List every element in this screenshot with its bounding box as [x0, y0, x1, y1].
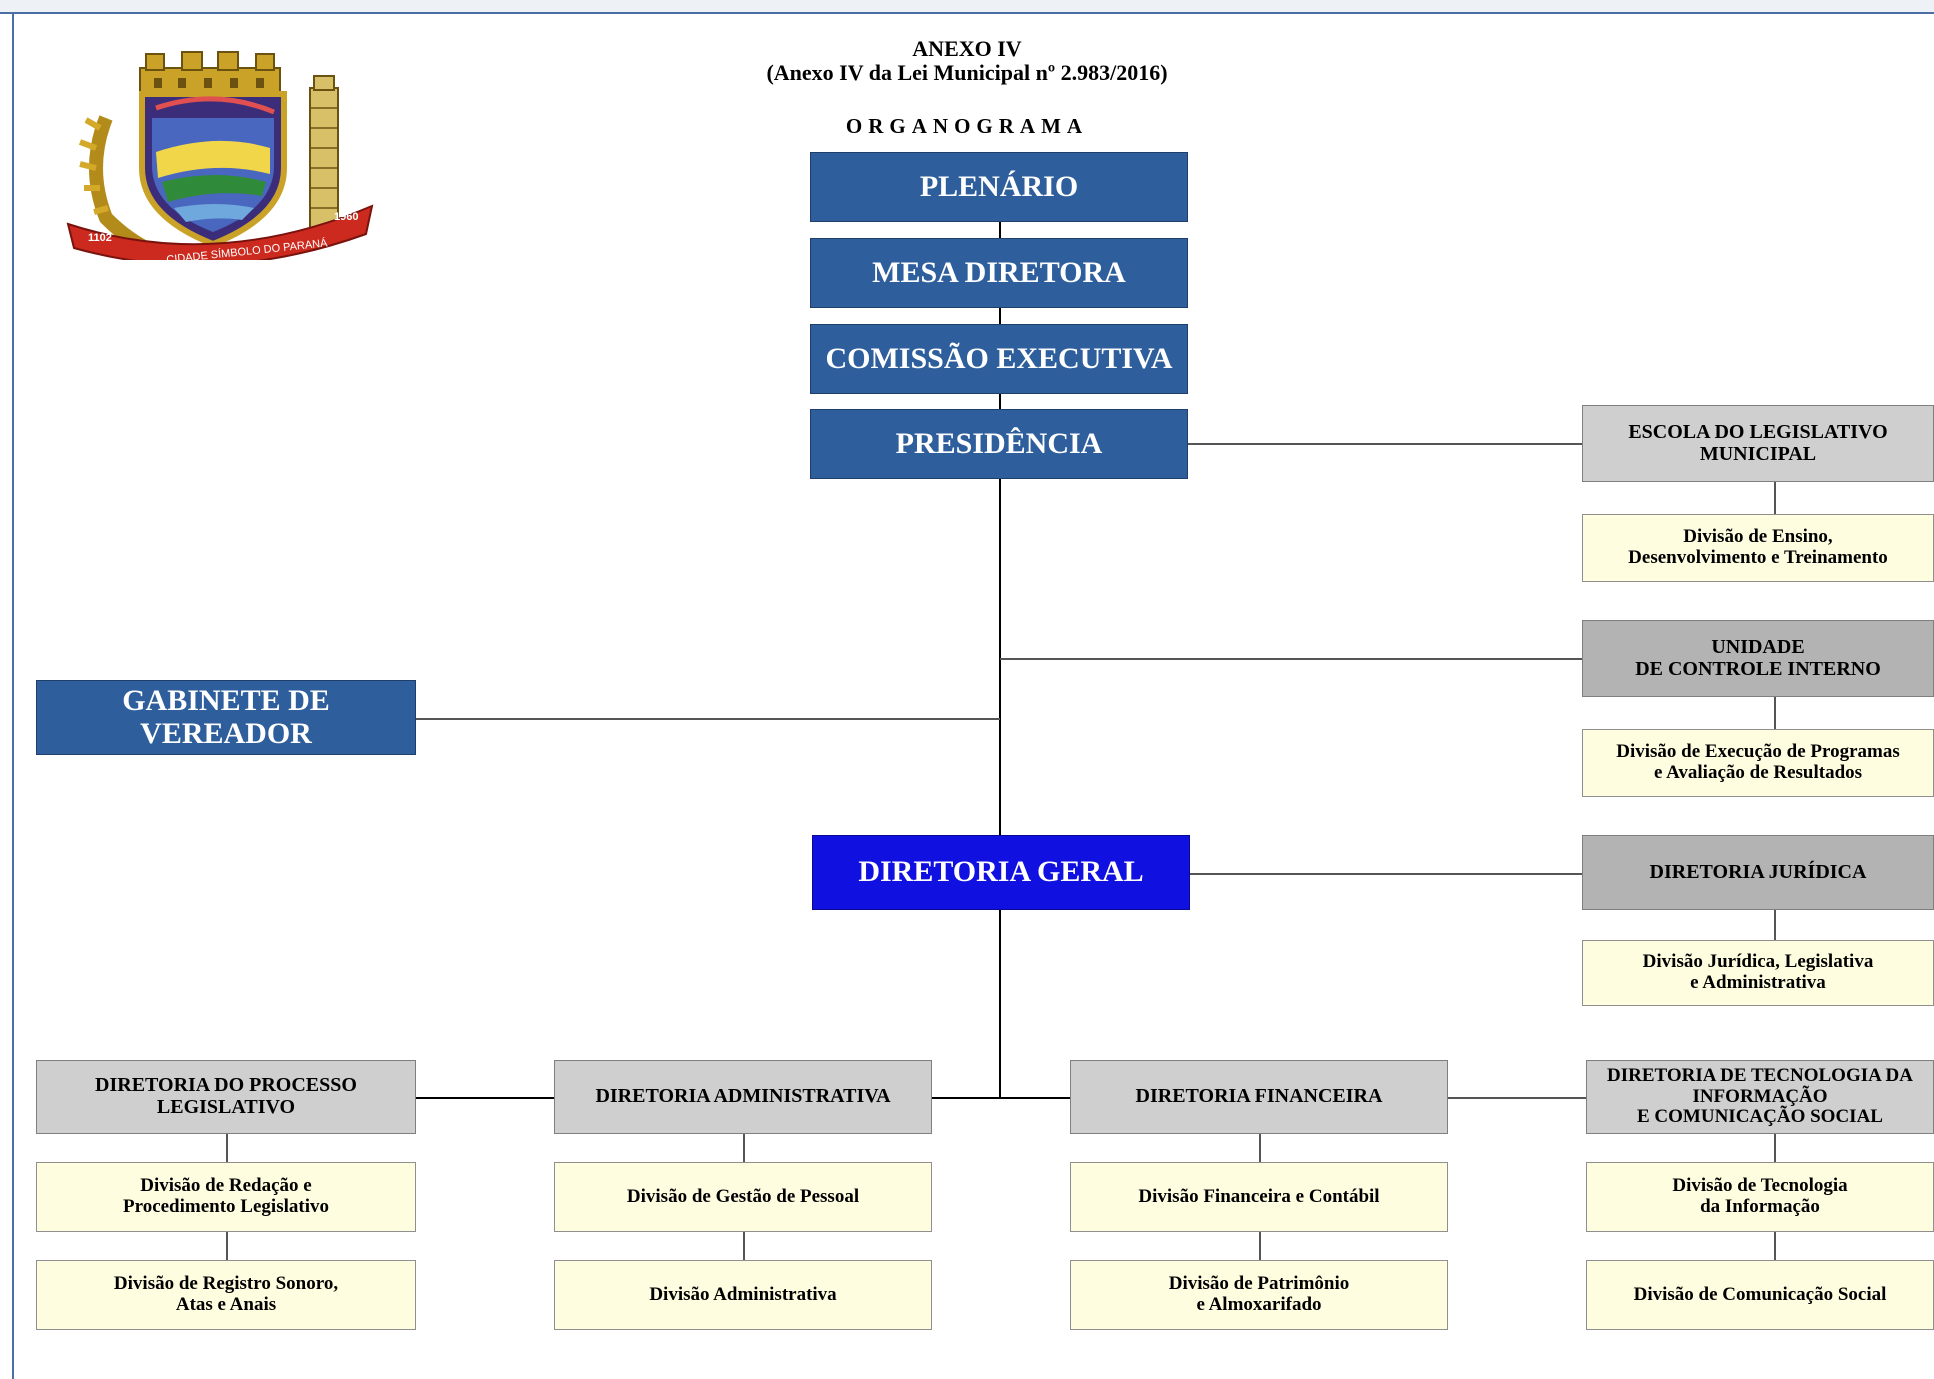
box-financeira-divisao-contabil: Divisão Financeira e Contábil — [1070, 1162, 1448, 1232]
coat-of-arms-logo: 1102 CIDADE SÍMBOLO DO PARANÁ 1960 — [66, 51, 374, 260]
box-processo-divisao-redacao: Divisão de Redação e Procedimento Legisl… — [36, 1162, 416, 1232]
box-juridica-divisao: Divisão Jurídica, Legislativa e Administ… — [1582, 940, 1934, 1006]
connector-escola-div — [1774, 482, 1776, 514]
annex-title: ANEXO IV — [912, 36, 1022, 61]
box-gabinete-vereador: GABINETE DE VEREADOR — [36, 680, 416, 755]
box-tecnologia-divisao-comunicacao: Divisão de Comunicação Social — [1586, 1260, 1934, 1330]
box-diretoria-juridica: DIRETORIA JURÍDICA — [1582, 835, 1934, 910]
box-processo-divisao-registro: Divisão de Registro Sonoro, Atas e Anais — [36, 1260, 416, 1330]
box-tecnologia-divisao-ti: Divisão de Tecnologia da Informação — [1586, 1162, 1934, 1232]
connector-central-top — [999, 222, 1001, 846]
box-administrativa-divisao-pessoal: Divisão de Gestão de Pessoal — [554, 1162, 932, 1232]
box-diretoria-administrativa: DIRETORIA ADMINISTRATIVA — [554, 1060, 932, 1134]
window-top-border — [0, 0, 1934, 14]
annex-subtitle: (Anexo IV da Lei Municipal nº 2.983/2016… — [766, 60, 1168, 85]
connector-bottom-right — [1448, 1097, 1586, 1099]
connector-geral-juridica — [1190, 873, 1582, 875]
box-controle-divisao: Divisão de Execução de Programas e Avali… — [1582, 729, 1934, 797]
box-diretoria-geral: DIRETORIA GERAL — [812, 835, 1190, 910]
connector-juridica-div — [1774, 910, 1776, 940]
box-diretoria-processo-legislativo: DIRETORIA DO PROCESSO LEGISLATIVO — [36, 1060, 416, 1134]
connector-bottom-mid — [932, 1097, 1070, 1099]
box-diretoria-financeira: DIRETORIA FINANCEIRA — [1070, 1060, 1448, 1134]
chart-title: ORGANOGRAMA — [845, 114, 1089, 138]
box-diretoria-tecnologia: DIRETORIA DE TECNOLOGIA DA INFORMAÇÃO E … — [1586, 1060, 1934, 1134]
box-controle-interno: UNIDADE DE CONTROLE INTERNO — [1582, 620, 1934, 697]
page-left-border — [12, 12, 14, 1379]
svg-text:1102: 1102 — [88, 232, 112, 244]
svg-text:1960: 1960 — [334, 211, 358, 223]
box-escola-divisao-ensino: Divisão de Ensino, Desenvolvimento e Tre… — [1582, 514, 1934, 582]
box-administrativa-divisao: Divisão Administrativa — [554, 1260, 932, 1330]
connector-bottom-left — [416, 1097, 554, 1099]
box-escola-legislativo: ESCOLA DO LEGISLATIVO MUNICIPAL — [1582, 405, 1934, 482]
connector-gabinete-central — [416, 718, 1000, 720]
box-presidencia: PRESIDÊNCIA — [810, 409, 1188, 479]
connector-central-bottom — [999, 910, 1001, 1098]
box-plenario: PLENÁRIO — [810, 152, 1188, 222]
connector-central-controle — [1000, 658, 1582, 660]
box-mesa-diretora: MESA DIRETORA — [810, 238, 1188, 308]
connector-presidencia-escola — [1188, 443, 1582, 445]
box-comissao-executiva: COMISSÃO EXECUTIVA — [810, 324, 1188, 394]
connector-controle-div — [1774, 697, 1776, 729]
box-financeira-divisao-patrimonio: Divisão de Patrimônio e Almoxarifado — [1070, 1260, 1448, 1330]
